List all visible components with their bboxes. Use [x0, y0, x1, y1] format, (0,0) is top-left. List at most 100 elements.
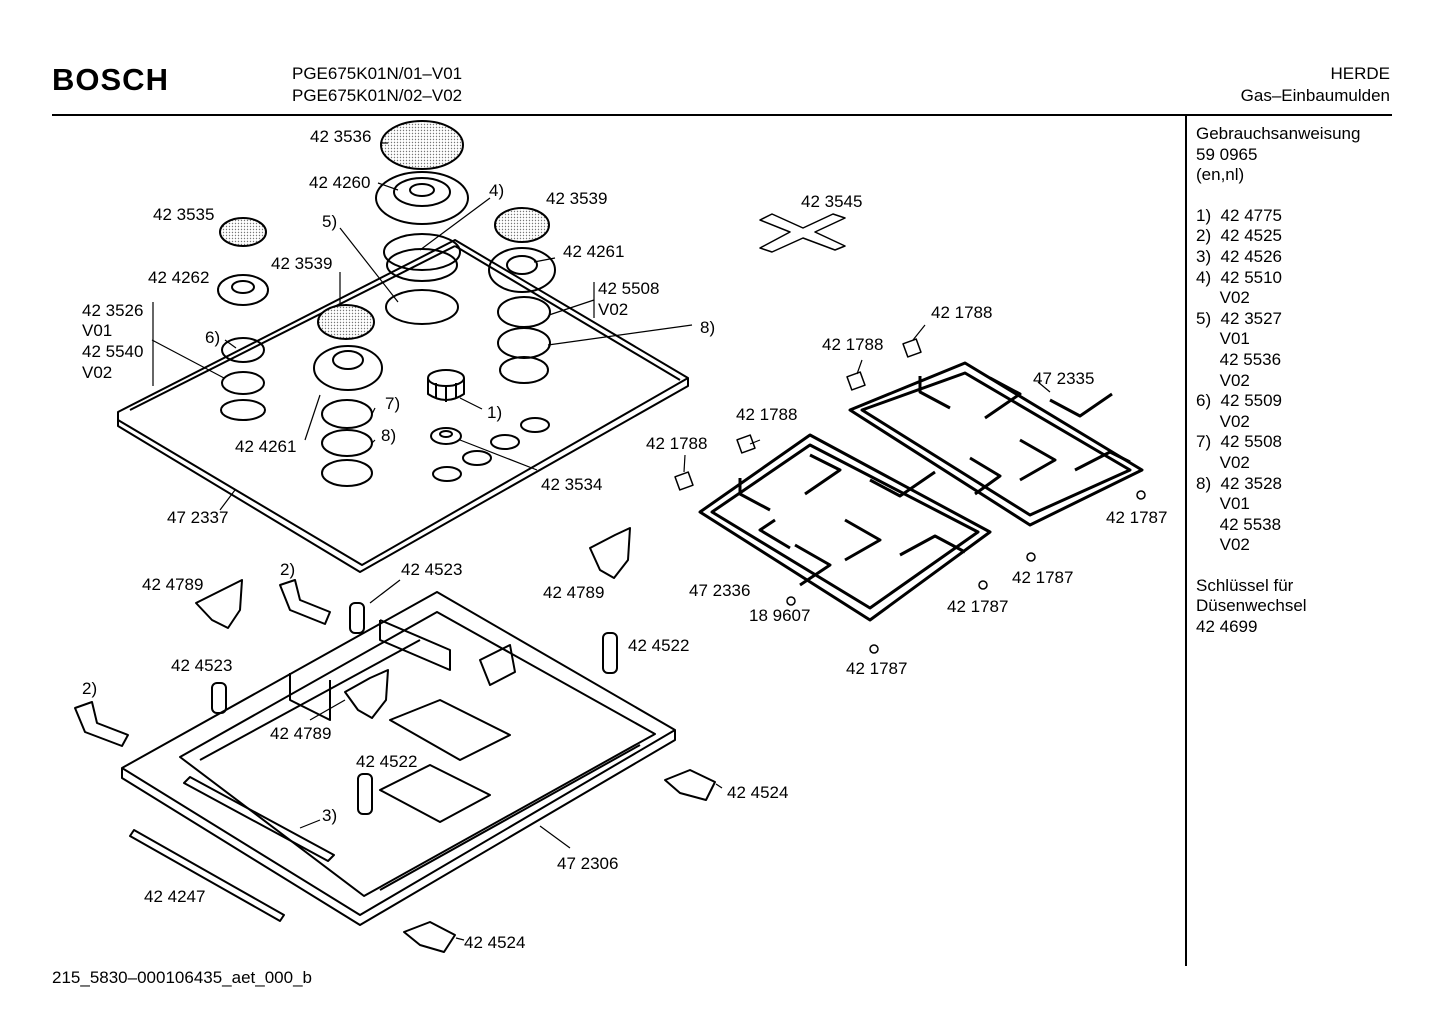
screw: [1136, 490, 1146, 500]
key-label: Düsenwechsel: [1196, 596, 1307, 616]
note-line: 7) 42 5508: [1196, 432, 1283, 452]
tray-bar: [183, 776, 335, 862]
manual-number: 59 0965: [1196, 144, 1258, 164]
control-knob: [427, 369, 465, 402]
bracket: [74, 701, 129, 747]
note-line: 4) 42 5510: [1196, 267, 1283, 287]
part-label: 8): [381, 426, 396, 445]
part-label: 7): [385, 394, 400, 413]
note-line: V02: [1196, 411, 1250, 431]
hob-top-plate: [117, 239, 689, 573]
category-title: HERDE: [1330, 64, 1390, 83]
mounting-clip: [403, 921, 456, 953]
category-subtitle: Gas–Einbaumulden: [1240, 86, 1390, 105]
rubber-foot: [736, 434, 756, 454]
rubber-foot: [902, 338, 922, 358]
part-label: 42 5540: [82, 342, 143, 361]
clamp: [589, 527, 631, 579]
part-label: 42 3534: [541, 475, 602, 494]
note-line: 3) 42 4526: [1196, 246, 1283, 266]
injector: [602, 632, 618, 674]
part-label: 42 3526: [82, 301, 143, 320]
injector: [349, 602, 365, 634]
note-line: 42 5538: [1196, 514, 1282, 534]
part-label: 18 9607: [749, 606, 810, 625]
left-burner-stack: [217, 217, 269, 395]
part-label: 42 4524: [727, 783, 788, 802]
screw: [786, 596, 796, 606]
part-label: 42 1788: [931, 303, 992, 322]
brand-logo: BOSCH: [52, 62, 169, 97]
mounting-clip: [664, 769, 716, 801]
large-burner-stack: [375, 120, 469, 325]
part-label: 42 4524: [464, 933, 525, 952]
note-line: 6) 42 5509: [1196, 391, 1283, 411]
notes-sidebar: Gebrauchsanweisung 59 0965 (en,nl) 1) 42…: [1196, 124, 1360, 638]
part-label: 8): [700, 318, 715, 337]
part-label: 3): [322, 806, 337, 825]
note-line: V02: [1196, 535, 1250, 555]
drawing-code: 215_5830–000106435_aet_000_b: [52, 968, 312, 987]
screw: [1026, 552, 1036, 562]
note-line: 42 5536: [1196, 349, 1282, 369]
bracket: [279, 579, 331, 625]
pan-support-right: [848, 361, 1144, 527]
part-label: 5): [322, 212, 337, 231]
note-line: 5) 42 3527: [1196, 308, 1283, 328]
screw: [978, 580, 988, 590]
part-label: 47 2337: [167, 508, 228, 527]
part-label: V02: [82, 363, 112, 382]
part-label: 47 2306: [557, 854, 618, 873]
part-label: 42 4789: [270, 724, 331, 743]
part-label: 42 5508: [598, 279, 659, 298]
plate-burner-holes: [220, 399, 550, 482]
part-label: 42 4523: [401, 560, 462, 579]
part-label: 42 1788: [646, 434, 707, 453]
part-label: 42 4522: [356, 752, 417, 771]
part-label: 42 4261: [235, 437, 296, 456]
key-label: Schlüssel für: [1196, 575, 1294, 595]
part-label: 42 4523: [171, 656, 232, 675]
part-label: 42 3539: [546, 189, 607, 208]
part-label: 42 4789: [543, 583, 604, 602]
note-line: V02: [1196, 370, 1250, 390]
part-label: V01: [82, 321, 112, 340]
part-label: 42 1788: [736, 405, 797, 424]
key-number: 42 4699: [1196, 617, 1258, 637]
part-label: 6): [205, 328, 220, 347]
rubber-foot: [674, 471, 694, 491]
model-number-1: PGE675K01N/01–V01: [292, 64, 463, 83]
screw: [869, 644, 879, 654]
sidebar-divider: [1185, 116, 1187, 966]
seal-strip: [129, 829, 285, 922]
part-label: 42 4261: [563, 242, 624, 261]
note-line: 1) 42 4775: [1196, 205, 1283, 225]
rubber-foot: [846, 371, 866, 391]
middle-burner-stack: [313, 304, 383, 487]
part-label: 42 1787: [947, 597, 1008, 616]
part-labels: 42 3536 42 4260 4) 42 3539 42 3535 5) 42…: [82, 127, 1167, 952]
part-label: 42 4262: [148, 268, 209, 287]
clamp: [344, 669, 389, 719]
part-label: 42 3535: [153, 205, 214, 224]
part-label: 47 2335: [1033, 369, 1094, 388]
part-label: 47 2336: [689, 581, 750, 600]
note-line: V01: [1196, 494, 1250, 514]
note-line: V02: [1196, 288, 1250, 308]
part-label: 4): [489, 181, 504, 200]
pan-support-left: [698, 433, 992, 622]
part-label: 42 4247: [144, 887, 205, 906]
bottom-tray: [121, 591, 676, 926]
wire-clip: [759, 213, 846, 253]
part-label: 42 4522: [628, 636, 689, 655]
header-divider: [52, 114, 1392, 116]
part-label: 42 1787: [846, 659, 907, 678]
clamp: [195, 579, 243, 629]
note-line: V01: [1196, 329, 1250, 349]
note-line: 2) 42 4525: [1196, 226, 1283, 246]
part-label: 2): [82, 679, 97, 698]
injector: [211, 682, 227, 714]
part-label: 42 3536: [310, 127, 371, 146]
manual-label: Gebrauchsanweisung: [1196, 124, 1361, 143]
